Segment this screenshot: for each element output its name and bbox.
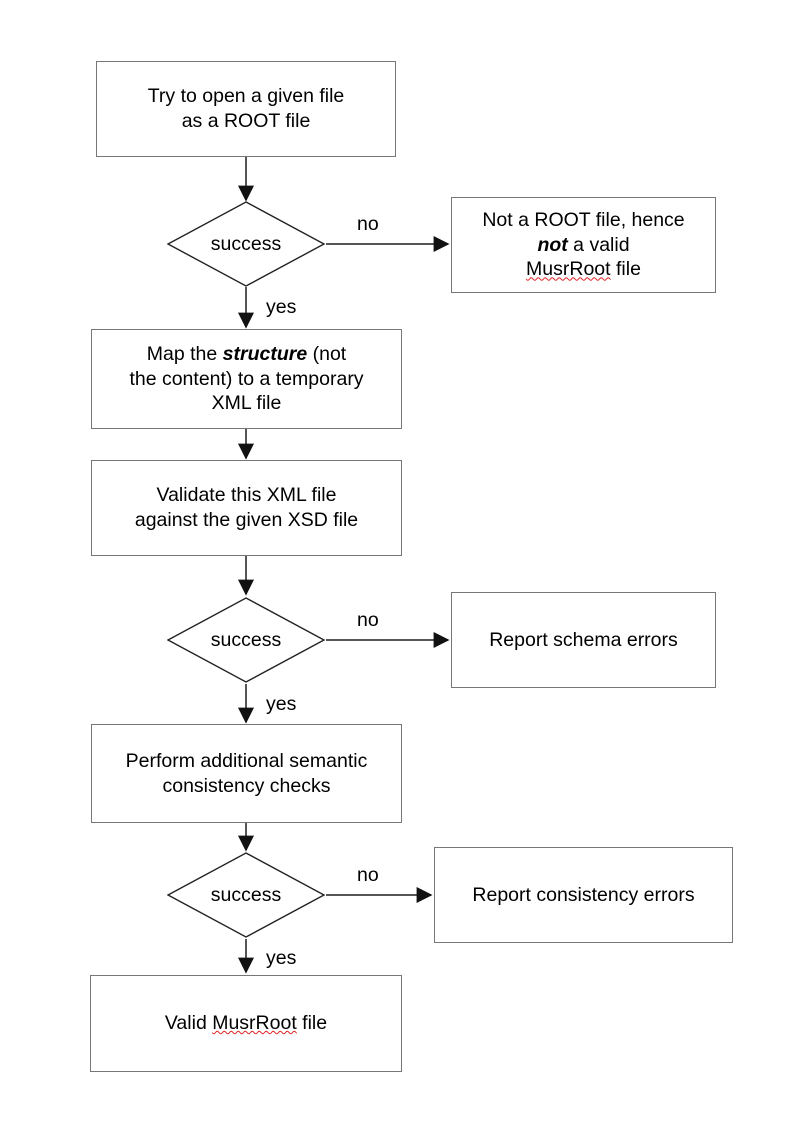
valid-line1-post: file bbox=[296, 1012, 328, 1035]
report-consistency-line1: Report consistency errors bbox=[472, 883, 695, 906]
validate-line1: Validate this XML file bbox=[156, 484, 337, 507]
edge-label-open-yes: yes bbox=[266, 296, 297, 318]
diamond-shape bbox=[167, 852, 325, 938]
node-report-schema-errors[interactable]: Report schema errors bbox=[451, 592, 716, 688]
report-schema-line1: Report schema errors bbox=[489, 628, 678, 651]
decision-consistency-label: success bbox=[210, 883, 282, 906]
map-structure-emphasis: structure bbox=[222, 342, 308, 365]
semantic-line1: Perform additional semantic bbox=[125, 749, 368, 772]
node-valid-musrroot-file[interactable]: Valid MusrRoot file bbox=[90, 975, 402, 1072]
diamond-shape bbox=[167, 201, 325, 287]
valid-musrroot-term: MusrRoot bbox=[212, 1012, 297, 1035]
open-root-line1: Try to open a given file bbox=[147, 85, 345, 108]
node-validate-xml-against-xsd[interactable]: Validate this XML file against the given… bbox=[91, 460, 402, 556]
map-line1-pre: Map the bbox=[146, 342, 223, 365]
node-decision-schema-success[interactable]: success bbox=[167, 597, 325, 683]
map-line1-post: (not bbox=[307, 342, 347, 365]
decision-open-label: success bbox=[210, 232, 282, 255]
edge-label-schema-no: no bbox=[357, 609, 379, 631]
edge-label-consistency-no: no bbox=[357, 864, 379, 886]
node-map-structure-to-xml[interactable]: Map the structure (not the content) to a… bbox=[91, 329, 402, 429]
decision-schema-label: success bbox=[210, 628, 282, 651]
not-root-musrroot-term: MusrRoot bbox=[526, 258, 611, 281]
not-root-line2-rest: a valid bbox=[567, 233, 630, 256]
node-open-root-file[interactable]: Try to open a given file as a ROOT file bbox=[96, 61, 396, 157]
validate-line2: against the given XSD file bbox=[134, 509, 359, 531]
edge-label-consistency-yes: yes bbox=[266, 947, 297, 969]
semantic-line2: consistency checks bbox=[162, 774, 331, 797]
node-report-consistency-errors[interactable]: Report consistency errors bbox=[434, 847, 733, 943]
node-not-a-root-file[interactable]: Not a ROOT file, hence not a valid MusrR… bbox=[451, 197, 716, 293]
map-line3: XML file bbox=[211, 392, 282, 415]
valid-line1-pre: Valid bbox=[164, 1012, 213, 1035]
node-decision-open-success[interactable]: success bbox=[167, 201, 325, 287]
diamond-shape bbox=[167, 597, 325, 683]
not-root-line3-rest: file bbox=[610, 258, 641, 281]
edge-label-schema-yes: yes bbox=[266, 693, 297, 715]
edge-label-open-no: no bbox=[357, 213, 379, 235]
node-perform-semantic-checks[interactable]: Perform additional semantic consistency … bbox=[91, 724, 402, 823]
node-decision-consistency-success[interactable]: success bbox=[167, 852, 325, 938]
not-root-emphasis: not bbox=[537, 233, 568, 256]
map-line2: the content) to a temporary bbox=[129, 367, 364, 390]
open-root-line2: as a ROOT file bbox=[181, 110, 311, 132]
not-root-line1: Not a ROOT file, hence bbox=[482, 208, 685, 231]
